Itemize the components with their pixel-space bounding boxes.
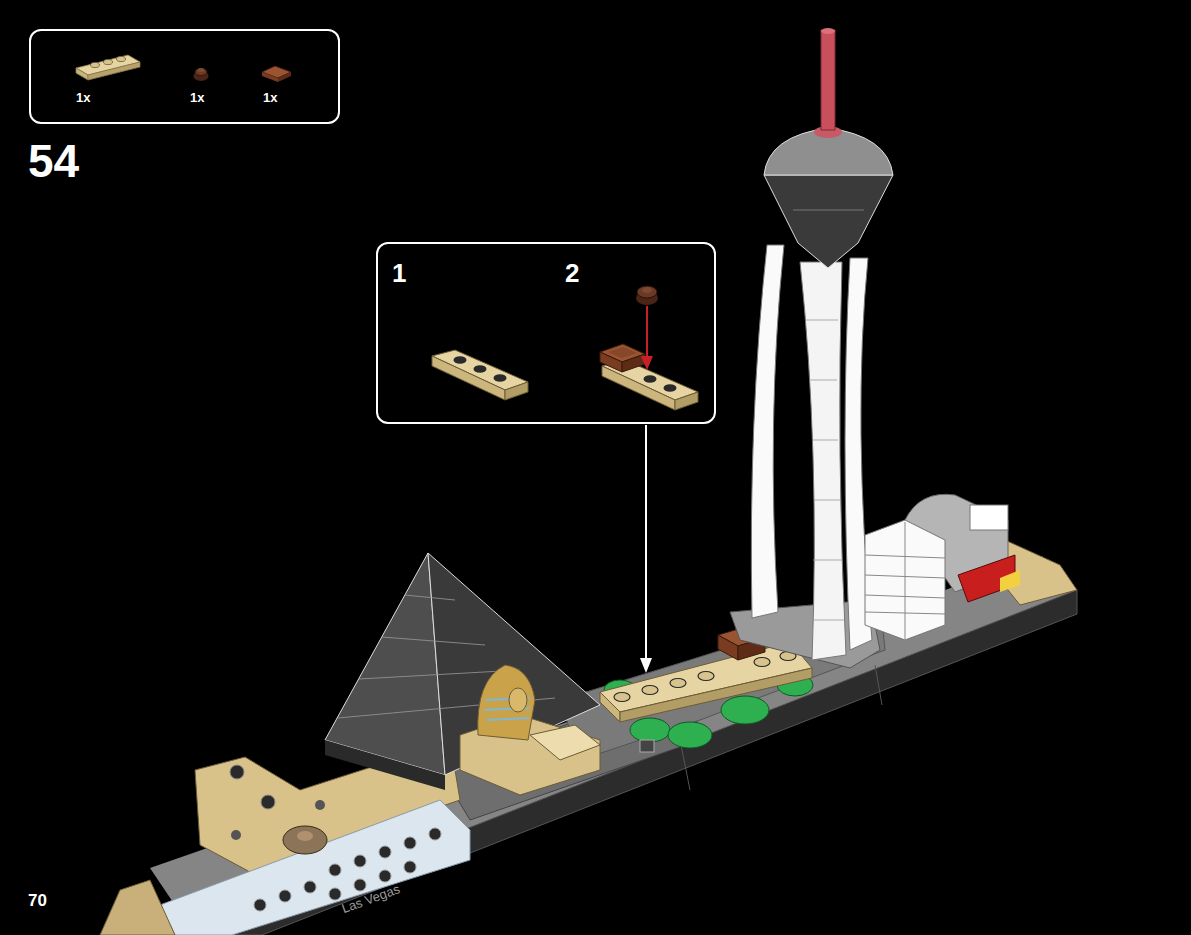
substep-box: 12 — [376, 242, 716, 424]
substep-number: 2 — [565, 260, 579, 286]
substep-number: 1 — [392, 260, 406, 286]
right-buildings — [865, 494, 1077, 640]
parts-images — [76, 55, 291, 82]
callout-arrow — [640, 425, 652, 673]
part-quantity: 1x — [76, 91, 90, 104]
sphinx — [460, 665, 600, 795]
step-number: 54 — [28, 138, 79, 184]
page-number: 70 — [28, 892, 47, 909]
substep-images — [432, 286, 698, 410]
parts-list-box: 1x 1x 1x — [29, 29, 340, 124]
part-quantity: 1x — [263, 91, 277, 104]
part-quantity: 1x — [190, 91, 204, 104]
